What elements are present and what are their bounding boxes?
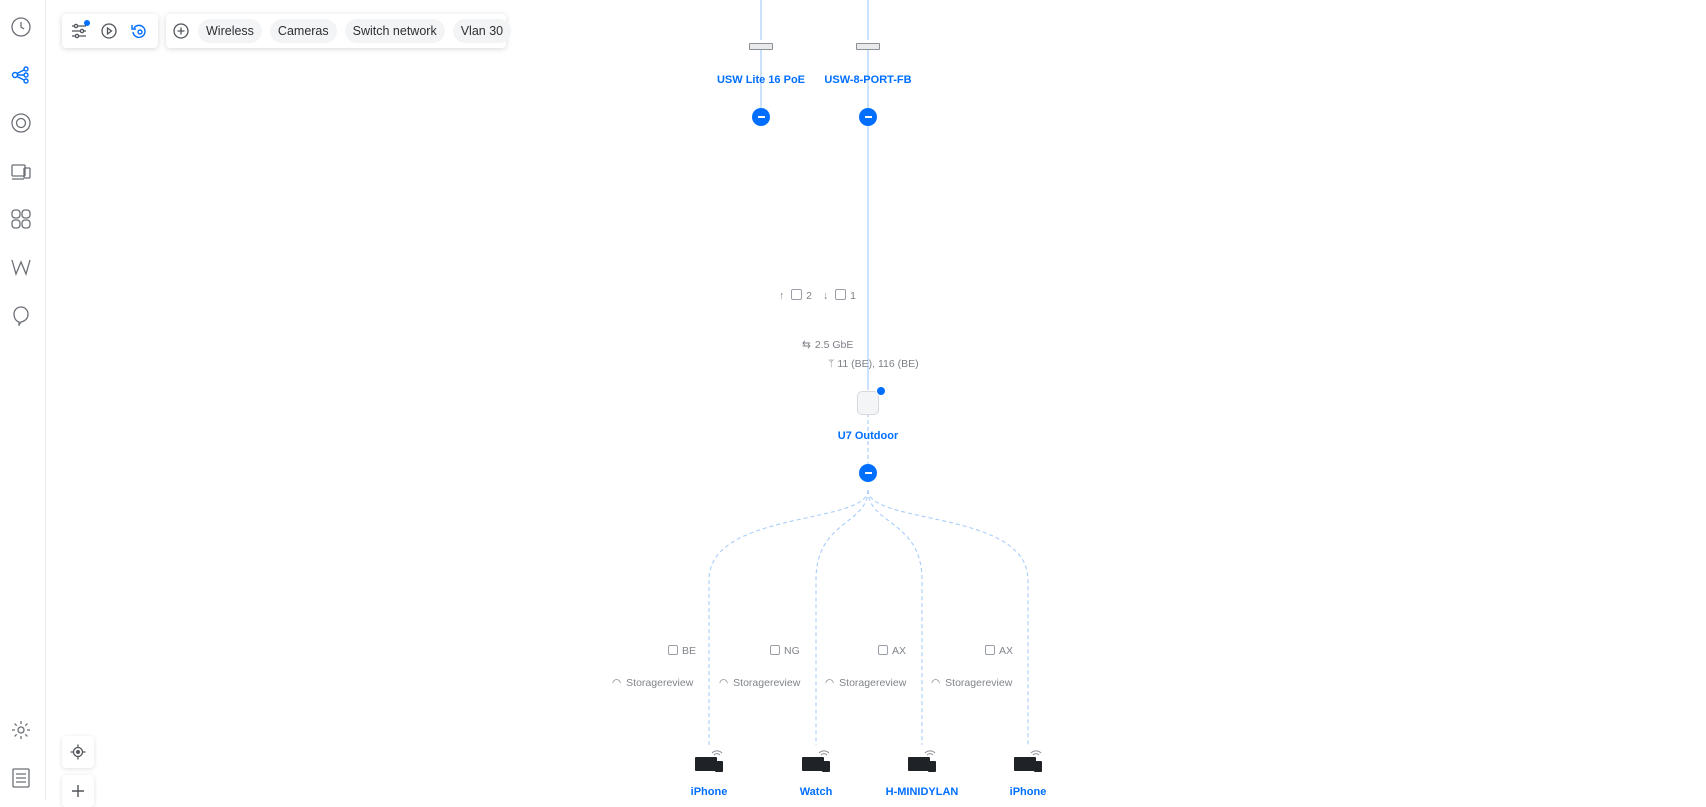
device-count-icon	[791, 289, 803, 300]
uplink-icon: ⇆	[802, 339, 811, 351]
collapse-button[interactable]	[859, 108, 877, 126]
add-filter-icon[interactable]	[172, 18, 190, 44]
chip-vlan-30[interactable]: Vlan 30	[452, 19, 512, 43]
download-count: 1	[850, 290, 856, 302]
ssid: ◠ Storagereview	[931, 677, 1012, 689]
wifi-icon: ◠	[612, 677, 622, 689]
collapse-button[interactable]	[859, 464, 877, 482]
logs-icon[interactable]	[8, 765, 34, 791]
radio-manager-icon[interactable]	[8, 254, 34, 280]
wifi-standard: BE	[668, 645, 696, 657]
unifi-devices-icon[interactable]	[8, 110, 34, 136]
wifi-standard-label: AX	[999, 645, 1014, 657]
left-nav-rail	[0, 0, 46, 800]
insights-icon[interactable]	[8, 206, 34, 232]
recenter-icon[interactable]	[62, 736, 94, 768]
client-device-icon[interactable]	[695, 750, 723, 772]
upload-arrow-icon: ↑	[779, 290, 785, 302]
topology-icon[interactable]	[8, 62, 34, 88]
ssid: ◠ Storagereview	[825, 677, 906, 689]
wifi-standard: AX	[985, 645, 1013, 657]
wifi-icon: ◠	[825, 677, 835, 689]
client-device-icon[interactable]	[1014, 750, 1042, 772]
auto-refresh-icon[interactable]	[126, 18, 152, 44]
wifi-standard-label: NG	[784, 645, 800, 657]
alerts-icon[interactable]	[8, 302, 34, 328]
settings-icon[interactable]	[8, 717, 34, 743]
filter-icon[interactable]	[66, 18, 92, 44]
wifi-icon: ◠	[719, 677, 729, 689]
wifi-icon: ◠	[931, 677, 941, 689]
wifi-standard-icon	[668, 645, 678, 655]
link-speed-info: ⇆2.5 GbE	[802, 339, 853, 351]
zoom-in-icon[interactable]	[62, 775, 94, 807]
switch-usw-8-port-fb[interactable]	[856, 43, 880, 50]
radio-channels: 11 (BE), 116 (BE)	[837, 358, 919, 370]
client-device-icon[interactable]	[802, 750, 830, 772]
ssid-label: Storagereview	[733, 677, 801, 689]
view-toolbar	[62, 14, 158, 48]
play-icon[interactable]	[96, 18, 122, 44]
ssid-label: Storagereview	[839, 677, 907, 689]
wifi-standard-icon	[878, 645, 888, 655]
filter-active-dot	[84, 20, 90, 26]
wifi-standard-icon	[985, 645, 995, 655]
dashboard-icon[interactable]	[8, 14, 34, 40]
ssid: ◠ Storagereview	[612, 677, 693, 689]
chip-wireless[interactable]: Wireless	[198, 19, 262, 43]
wifi-standard-icon	[770, 645, 780, 655]
upload-count: 2	[806, 290, 813, 302]
switch-label[interactable]: USW-8-PORT-FB	[824, 74, 912, 86]
antenna-icon: ᛘ	[828, 358, 835, 370]
client-device-icon[interactable]	[908, 750, 936, 772]
link-speed: 2.5 GbE	[814, 339, 854, 351]
ap-label[interactable]: U7 Outdoor	[837, 430, 899, 442]
wifi-standard-label: AX	[892, 645, 907, 657]
wifi-standard: NG	[770, 645, 800, 657]
ssid-label: Storagereview	[626, 677, 694, 689]
client-label[interactable]: iPhone	[1009, 786, 1047, 798]
filter-chips-toolbar: Wireless Cameras Switch network Vlan 30	[166, 14, 512, 48]
collapse-button[interactable]	[752, 108, 770, 126]
switch-usw-lite-16-poe[interactable]	[749, 43, 773, 50]
switch-label[interactable]: USW Lite 16 PoE	[716, 74, 806, 86]
download-arrow-icon: ↓	[822, 290, 829, 302]
client-label[interactable]: iPhone	[690, 786, 728, 798]
link-traffic-info: ↑ 2 ↓ 1	[779, 289, 856, 302]
access-point-u7-outdoor[interactable]	[857, 391, 879, 415]
ssid-label: Storagereview	[945, 677, 1013, 689]
chip-switch-network[interactable]: Switch network	[344, 19, 445, 43]
device-count-icon	[835, 289, 847, 300]
client-label[interactable]: H-MINIDYLAN	[885, 786, 959, 798]
ssid: ◠ Storagereview	[719, 677, 800, 689]
wifi-standard-label: BE	[682, 645, 697, 657]
chip-cameras[interactable]: Cameras	[269, 19, 337, 43]
client-devices-icon[interactable]	[8, 158, 34, 184]
wifi-standard: AX	[878, 645, 906, 657]
ap-status-badge	[876, 386, 886, 396]
client-label[interactable]: Watch	[799, 786, 833, 798]
